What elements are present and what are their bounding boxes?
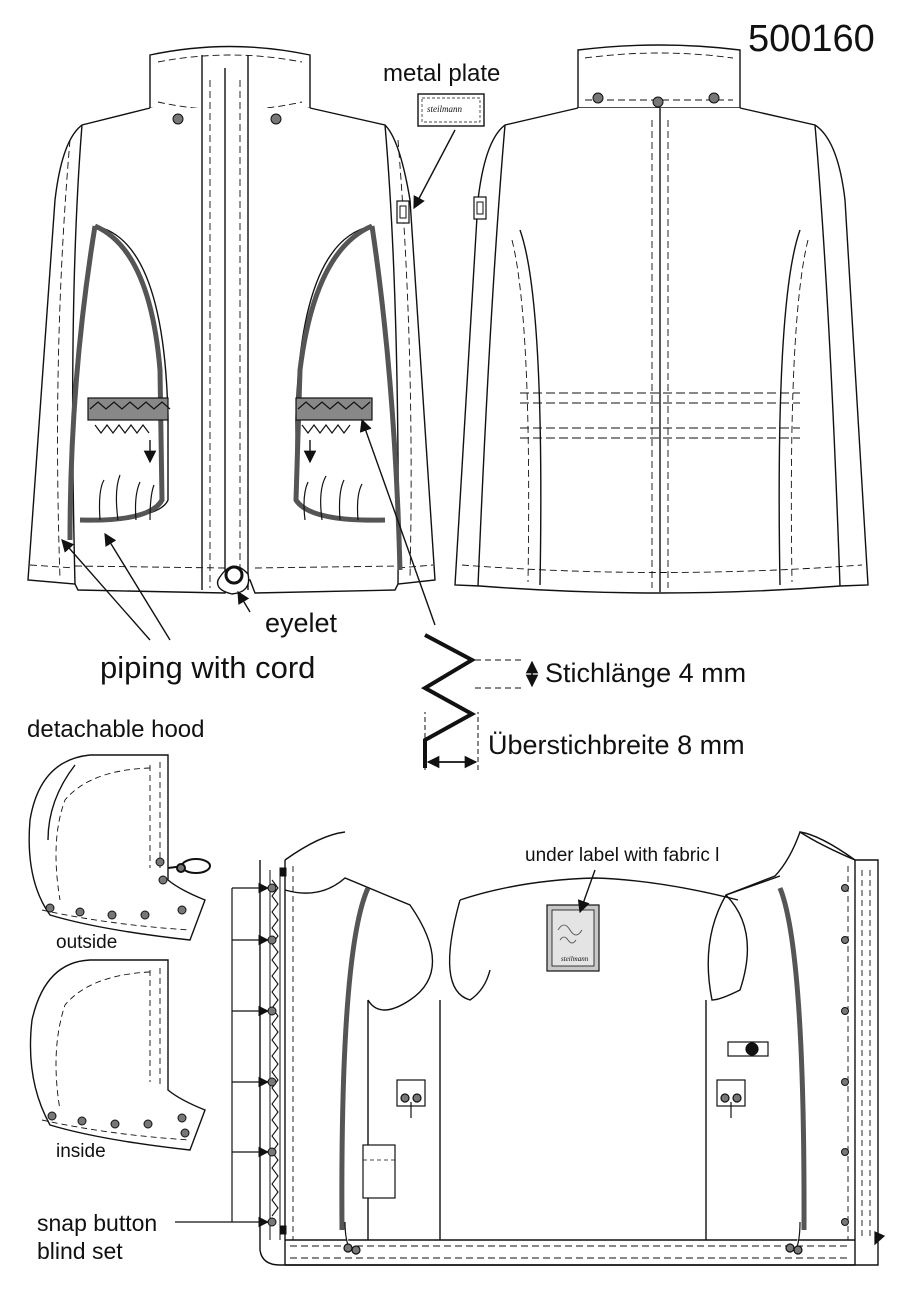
under-label-caption: under label with fabric l [525,845,720,866]
back-collar-buttons [592,92,720,108]
hood-inside [29,959,206,1151]
inside-piping [339,886,807,1231]
eyelet-label: eyelet [265,608,338,638]
hood-inside-snaps [47,1111,190,1138]
metal-plate-label: metal plate [383,60,501,87]
metal-plate-callout [413,93,485,210]
stitch-length-label: Stichlänge 4 mm [545,658,747,688]
hood-outside-snaps [45,857,187,920]
callout-arrows-front [61,418,436,641]
stitch-width-label: Überstichbreite 8 mm [488,730,745,760]
jacket-inside-view [259,830,879,1266]
hood-outside-label: outside [56,932,118,953]
detachable-hood-label: detachable hood [27,716,205,743]
metal-plate-brand-text: steilmann [427,104,462,114]
blind-set-label: blind set [37,1238,123,1264]
style-number: 500160 [748,18,875,60]
metal-plate-sleeve-back [473,196,487,220]
inside-hanger-loops [343,1041,886,1255]
hood-toggle-icon [167,858,211,874]
front-collar-buttons [172,113,282,125]
snap-button-label: snap button [37,1210,158,1236]
front-placket [201,55,249,590]
snap-button-arrows [175,882,270,1228]
hood-inside-label: inside [56,1141,106,1162]
front-zigzag-tape [87,397,373,521]
back-collar [577,44,741,109]
hood-outside [28,754,206,941]
front-collar [149,45,311,118]
stitch-diagram [420,633,539,770]
jacket-back-view [454,44,869,594]
under-label [546,869,600,972]
inside-snap-buttons [267,867,849,1235]
eyelet-icon [216,565,250,595]
back-body-outline [454,107,869,594]
under-label-brand-text: steilmann [561,955,589,963]
jacket-front-view [27,45,436,594]
metal-plate-sleeve-front [396,200,410,224]
front-piping [67,223,403,571]
piping-label: piping with cord [100,650,316,685]
